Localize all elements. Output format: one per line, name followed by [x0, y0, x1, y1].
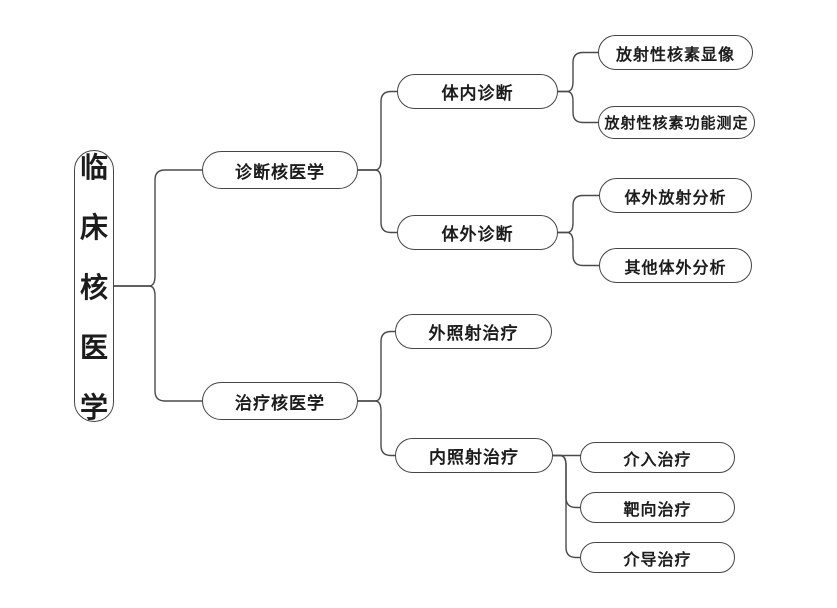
node-label: 体外放射分析: [624, 189, 727, 207]
node-label: 其他体外分析: [624, 259, 727, 277]
connector-therapeutic-to-external-irradiation: [357, 330, 396, 402]
node-external-irradiation[interactable]: 外照射治疗: [395, 314, 552, 349]
connector-diagnostic-to-in-vivo: [357, 90, 398, 171]
node-in-vivo[interactable]: 体内诊断: [397, 74, 558, 109]
node-in-vitro-radioanalysis[interactable]: 体外放射分析: [599, 178, 752, 213]
node-label: 内照射治疗: [429, 448, 519, 467]
connector-in-vivo-to-radionuclide-function: [557, 90, 599, 124]
node-mediated[interactable]: 介导治疗: [580, 542, 735, 573]
node-radionuclide-function[interactable]: 放射性核素功能测定: [598, 106, 755, 139]
node-diagnostic[interactable]: 诊断核医学: [202, 151, 358, 189]
node-label: 体外诊断: [441, 225, 514, 244]
node-label: 诊断核医学: [235, 162, 325, 182]
node-label: 介入治疗: [623, 451, 692, 469]
node-root[interactable]: 临床核医学: [74, 150, 114, 423]
node-label: 外照射治疗: [428, 324, 519, 343]
node-label: 体内诊断: [441, 84, 514, 103]
node-internal-irradiation[interactable]: 内照射治疗: [395, 438, 553, 473]
connector-in-vitro-to-in-vitro-radioanalysis: [557, 194, 600, 234]
connector-internal-irradiation-to-mediated: [552, 454, 581, 559]
connector-therapeutic-to-internal-irradiation: [357, 400, 396, 457]
connector-in-vivo-to-radionuclide-imaging: [557, 51, 599, 93]
node-therapeutic[interactable]: 治疗核医学: [202, 382, 358, 420]
node-interventional[interactable]: 介入治疗: [580, 442, 735, 473]
node-label: 放射性核素功能测定: [604, 115, 749, 132]
node-label: 放射性核素显像: [615, 46, 735, 64]
connector-in-vitro-to-other-in-vitro: [557, 231, 600, 267]
node-radionuclide-imaging[interactable]: 放射性核素显像: [598, 35, 753, 70]
node-label: 介导治疗: [623, 551, 692, 569]
connector-root-to-diagnostic: [113, 169, 203, 287]
connector-root-to-therapeutic: [113, 285, 203, 402]
connector-diagnostic-to-in-vitro: [357, 169, 398, 234]
node-other-in-vitro[interactable]: 其他体外分析: [599, 248, 752, 283]
node-label: 靶向治疗: [623, 501, 692, 519]
node-label: 临床核医学: [79, 152, 108, 423]
node-targeted[interactable]: 靶向治疗: [580, 492, 735, 523]
node-in-vitro[interactable]: 体外诊断: [397, 215, 558, 250]
node-label: 治疗核医学: [235, 393, 325, 413]
